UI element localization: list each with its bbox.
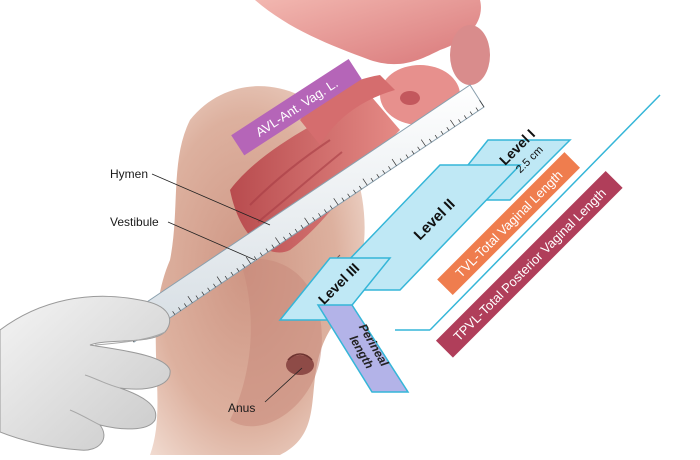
ruler-tick xyxy=(479,100,485,108)
ruler-tick xyxy=(399,158,403,163)
ruler-tick xyxy=(178,307,181,311)
ruler-tick xyxy=(333,198,339,206)
ruler-tick xyxy=(370,177,374,182)
ruler-tick xyxy=(283,236,286,241)
ruler-tick xyxy=(195,295,199,300)
ruler-tick xyxy=(347,193,351,198)
ruler-tick xyxy=(341,197,345,202)
ruler-tick xyxy=(259,252,263,257)
ruler-tick xyxy=(201,291,205,296)
uterus xyxy=(255,0,481,65)
ruler-tick xyxy=(275,237,281,245)
ruler-tick xyxy=(475,107,479,112)
ruler-tick xyxy=(318,213,321,217)
avl-band-rect xyxy=(231,58,362,156)
ruler-tick xyxy=(294,228,298,233)
ruler-tick xyxy=(446,126,450,131)
ruler-tick xyxy=(230,271,234,276)
ruler-tick xyxy=(207,287,211,292)
ruler-tick xyxy=(323,209,327,213)
ruler-tick xyxy=(411,150,415,155)
ruler-tick xyxy=(253,256,257,260)
ruler-tick xyxy=(458,119,461,123)
ruler-tick xyxy=(245,256,251,264)
ruler-tick xyxy=(440,130,444,135)
vestibule-leader xyxy=(167,221,256,261)
ruler-tick xyxy=(312,217,316,221)
ruler-tick xyxy=(329,205,333,210)
ruler-tick xyxy=(417,146,421,151)
ruler-tick xyxy=(382,170,386,174)
ruler-tick xyxy=(450,119,456,127)
ruler-tick xyxy=(362,178,368,186)
ruler-tick xyxy=(300,224,304,229)
ruler-tick xyxy=(172,311,176,315)
ruler-tick xyxy=(304,217,310,225)
ruler-tick xyxy=(271,244,275,249)
ruler-tick xyxy=(358,185,362,190)
ruler-tick xyxy=(391,158,397,166)
anterior-wall xyxy=(300,75,395,145)
ruler-tick xyxy=(463,115,467,119)
anus-structure xyxy=(286,355,314,375)
ruler-tick xyxy=(469,111,473,116)
hymen-label: Hymen xyxy=(110,167,148,181)
hymen-leader xyxy=(151,173,271,226)
ruler-tick xyxy=(420,139,426,147)
ruler-tick xyxy=(216,276,222,284)
anus-label: Anus xyxy=(228,401,255,415)
cervical-os xyxy=(400,91,420,105)
uterine-tube xyxy=(450,25,490,85)
ruler-tick xyxy=(376,173,380,178)
level-boxes xyxy=(278,139,572,393)
ruler-tick xyxy=(353,189,356,194)
vestibule-label: Vestibule xyxy=(110,215,159,229)
ruler-tick xyxy=(242,264,246,268)
ruler-tick xyxy=(434,134,438,139)
gloved-hand-icon xyxy=(0,295,171,451)
ruler-tick xyxy=(187,295,193,304)
ruler-tick xyxy=(265,248,269,253)
anus-leader xyxy=(264,367,303,403)
ruler-tick xyxy=(428,138,432,143)
tpvl-band-rect xyxy=(435,170,623,358)
tvl-band-rect xyxy=(437,152,581,296)
ruler-tick xyxy=(236,267,240,272)
ruler-tick xyxy=(213,283,216,288)
ruler-tick xyxy=(224,275,228,280)
ruler-tick xyxy=(183,303,187,307)
perineal-box xyxy=(316,304,410,393)
ruler-tick xyxy=(288,232,292,237)
ruler-tick xyxy=(405,154,409,159)
ruler-tick xyxy=(388,166,391,170)
